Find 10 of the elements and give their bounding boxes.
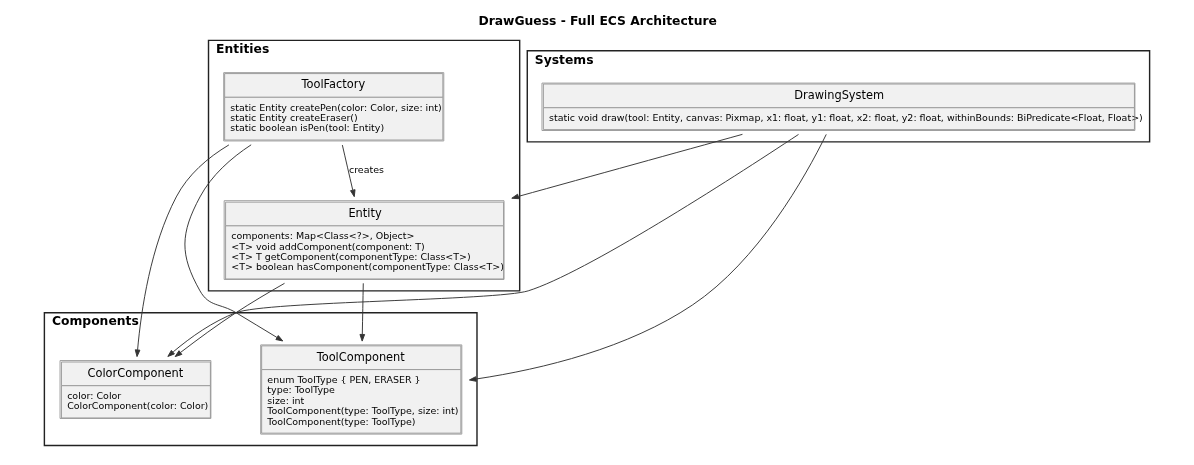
arrow: [167, 133, 799, 357]
arrow: [134, 144, 230, 358]
arrow: [174, 282, 285, 358]
arrow: [359, 282, 366, 342]
arrow: [341, 144, 356, 198]
arrow: [184, 144, 284, 342]
diagram-title: DrawGuess - Full ECS Architecture: [478, 13, 717, 28]
arrow: [511, 133, 743, 200]
edge-label: creates: [348, 164, 384, 176]
arrow: [468, 133, 827, 382]
